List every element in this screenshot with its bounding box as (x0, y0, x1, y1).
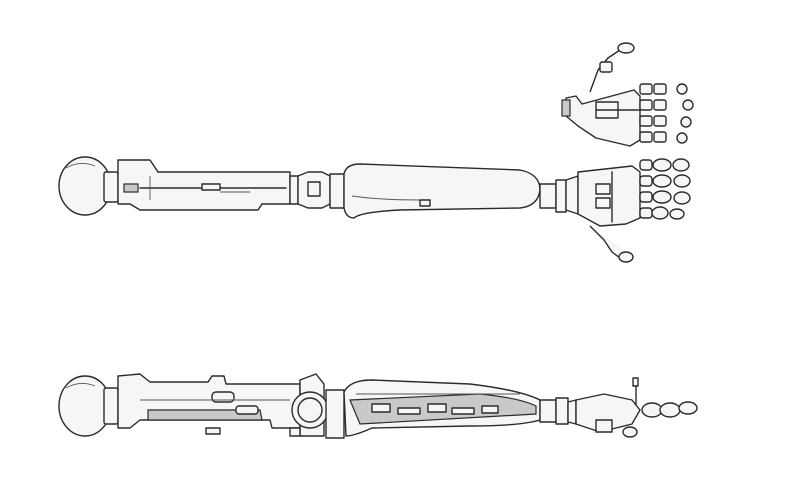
arm-side-view (58, 373, 698, 439)
shoulder-ball-side (58, 375, 119, 437)
hand-side (575, 377, 698, 438)
shoulder-ball-top (58, 156, 119, 216)
elbow-joint-side (289, 373, 345, 439)
wrist-side (539, 397, 577, 425)
upper-arm-side (117, 373, 301, 435)
fingers-side (641, 401, 698, 418)
forearm-side (343, 379, 541, 437)
forearm-internals (371, 403, 499, 415)
wrist-top (539, 175, 579, 215)
fingers-lower (639, 158, 691, 220)
elbow-joint-top (289, 171, 345, 209)
arm-top-view (58, 42, 694, 263)
fingers-upper (639, 83, 694, 144)
hand-back-top-upper (561, 42, 694, 147)
hand-palm-top-lower (577, 158, 691, 263)
forearm-top (343, 163, 541, 219)
upper-arm-top (117, 159, 291, 211)
